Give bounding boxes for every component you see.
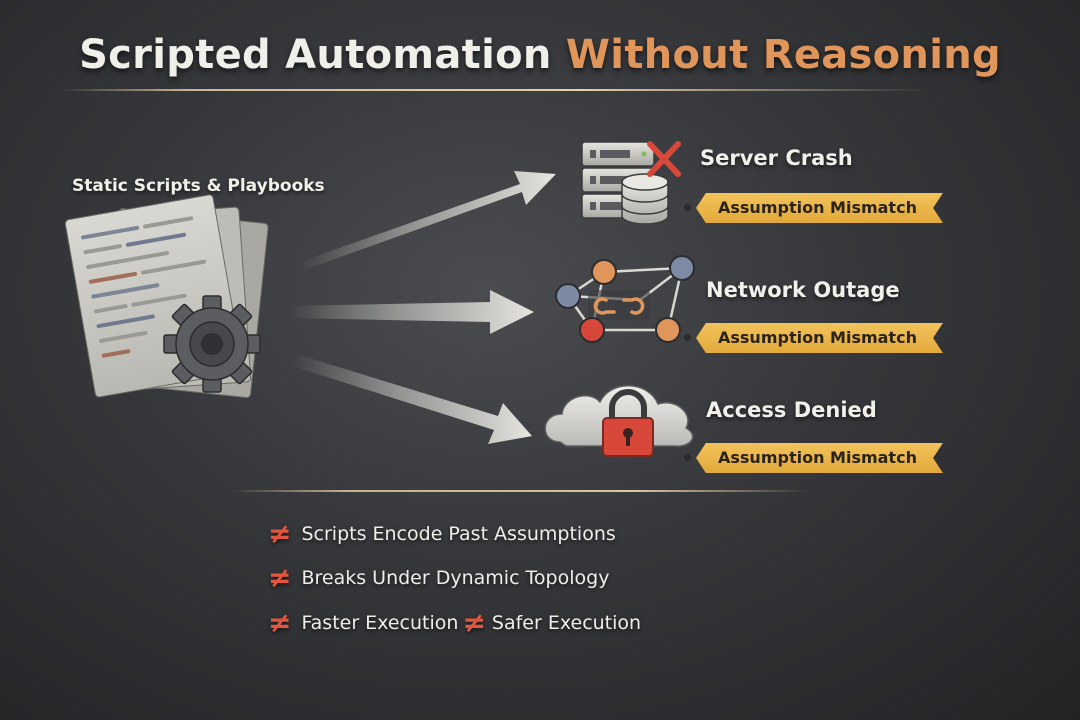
not-equal-icon: ≠ (268, 606, 292, 639)
title-divider (60, 89, 930, 91)
event-title-network-outage: Network Outage (706, 278, 900, 302)
network-outage-icon (555, 255, 695, 343)
event-tag-server-crash: Assumption Mismatch (696, 193, 943, 223)
arrow-to-access-denied (292, 354, 532, 444)
fact-text: Scripts Encode Past Assumptions (301, 523, 616, 545)
event-tag-access-denied: Assumption Mismatch (696, 443, 943, 473)
fact-text-b: Safer Execution (491, 612, 642, 634)
event-tag-network-outage: Assumption Mismatch (696, 323, 943, 353)
tag-pin (684, 204, 691, 211)
not-equal-icon: ≠ (268, 517, 292, 550)
gear-icon (163, 295, 261, 393)
broken-link-icon (593, 297, 645, 315)
not-equal-icon: ≠ (268, 561, 292, 594)
fact-text-a: Faster Execution (301, 612, 459, 634)
title-part-1: Scripted Automation (79, 32, 566, 78)
source-label: Static Scripts & Playbooks (72, 176, 325, 196)
arrow-to-network-outage (290, 290, 534, 334)
database-icon (621, 173, 669, 225)
not-equal-icon: ≠ (462, 606, 486, 639)
error-x-icon (647, 141, 681, 177)
arrow-to-server-crash (300, 171, 556, 270)
tag-pin (684, 334, 691, 341)
server-crash-icon (581, 141, 681, 225)
page-title: Scripted Automation Without Reasoning (0, 32, 1080, 78)
bottom-divider (230, 490, 810, 492)
tag-pin (684, 454, 691, 461)
fact-item: ≠ Faster Execution ≠ Safer Execution (268, 609, 641, 637)
event-title-server-crash: Server Crash (700, 146, 853, 170)
cloud-lock-icon (544, 385, 694, 457)
title-part-2: Without Reasoning (565, 32, 1001, 78)
event-title-access-denied: Access Denied (706, 398, 877, 422)
fact-text: Breaks Under Dynamic Topology (301, 567, 610, 589)
fact-item: ≠ Breaks Under Dynamic Topology (268, 564, 609, 592)
fact-item: ≠ Scripts Encode Past Assumptions (268, 520, 616, 548)
padlock-icon (602, 389, 654, 457)
